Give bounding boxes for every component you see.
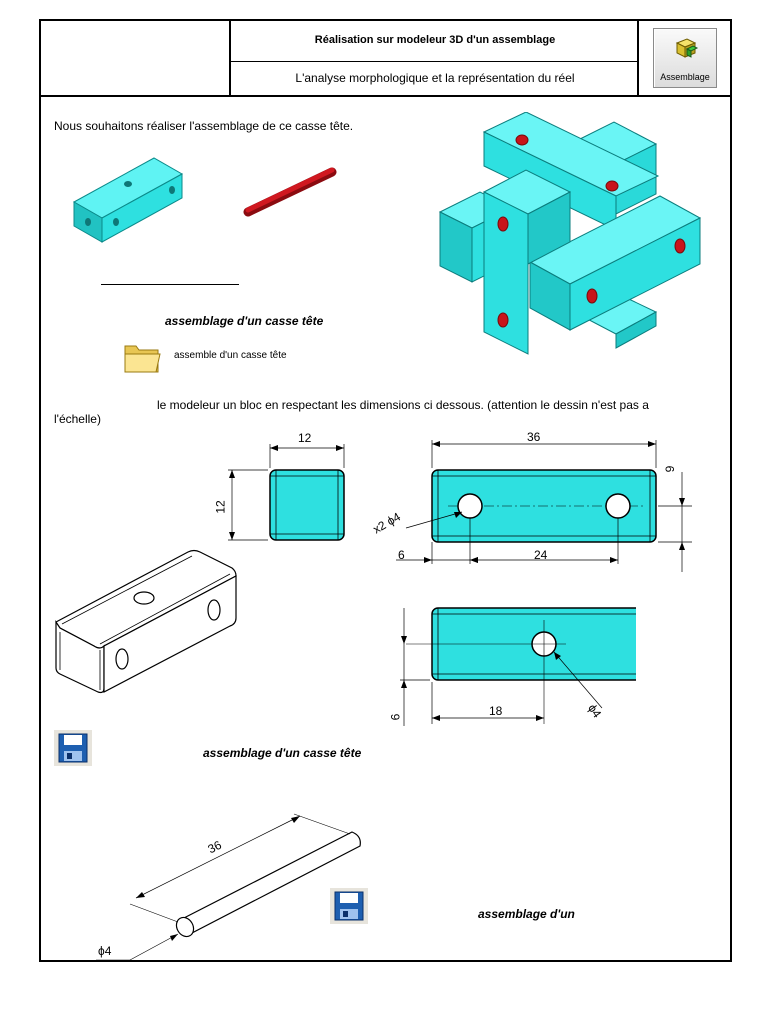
save-icon-2[interactable]: [330, 888, 368, 924]
assembly-icon: [675, 38, 699, 58]
dim-top-offset: 18: [489, 704, 503, 718]
header-title: Réalisation sur modeleur 3D d'un assembl…: [229, 19, 639, 62]
header-right-divider: [637, 19, 639, 95]
dim-hole-spacing: 24: [534, 548, 548, 562]
intro-text: Nous souhaitons réaliser l'assemblage de…: [54, 119, 354, 133]
dim-side-height: 6: [662, 465, 677, 473]
rod-3d-image: [243, 167, 337, 217]
side-view-drawing: [396, 440, 692, 572]
header-divider: [39, 95, 732, 97]
assemblage-button[interactable]: Assemblage: [653, 28, 717, 88]
instruction-line1: le modeleur un bloc en respectant les di…: [157, 398, 649, 412]
rod-drawing: [96, 813, 361, 961]
dim-side-length: 36: [527, 430, 541, 444]
dim-top-height: 6: [388, 713, 403, 721]
instruction-line2: l'échelle): [54, 412, 101, 426]
save-caption: assemblage d'un casse tête: [203, 746, 362, 760]
isometric-line-drawing: [55, 549, 237, 694]
intro-caption: assemblage d'un casse tête: [165, 314, 324, 328]
dim-rod-diameter: ϕ4: [98, 944, 112, 958]
puzzle-assembly-image: [438, 112, 702, 355]
assemblage-button-label: Assemblage: [660, 72, 710, 82]
header-subtitle: L'analyse morphologique et la représenta…: [229, 61, 639, 95]
save-icon[interactable]: [54, 730, 92, 766]
top-view-drawing: [400, 607, 636, 726]
folder-link[interactable]: assemble d'un casse tête: [174, 350, 287, 361]
underline: [101, 284, 239, 285]
front-view-drawing: [228, 444, 345, 541]
block-3d-image: [72, 157, 184, 243]
save-caption-2: assemblage d'un: [478, 907, 575, 921]
dim-front-height: 12: [213, 500, 228, 514]
dim-hole-offset: 6: [398, 548, 405, 562]
folder-icon[interactable]: [122, 338, 162, 376]
page-frame: [39, 19, 732, 962]
dim-front-width: 12: [298, 431, 312, 445]
